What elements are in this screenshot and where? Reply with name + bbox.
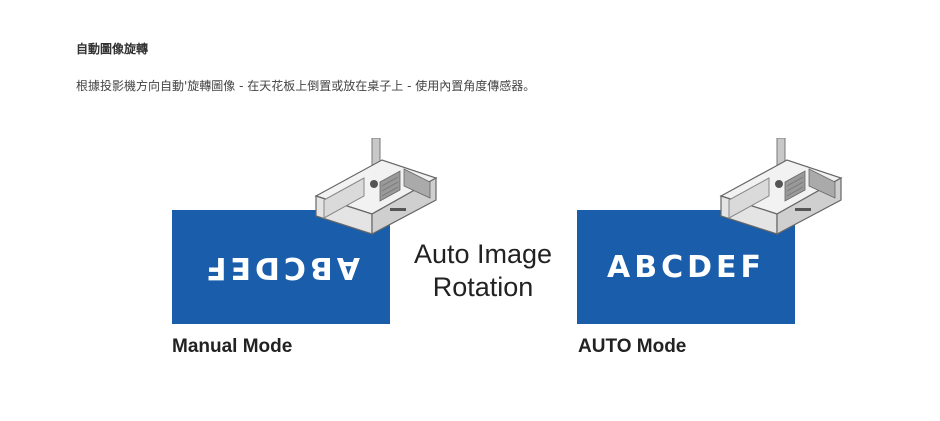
center-label-line1: Auto Image — [413, 239, 553, 269]
auto-mode-screen: ABCDEF — [577, 210, 795, 324]
ceiling-projector-icon — [314, 138, 438, 235]
auto-mode-caption: AUTO Mode — [578, 336, 687, 357]
section-description: 根據投影機方向自動'旋轉圖像 - 在天花板上倒置或放在桌子上 - 使用內置角度傳… — [76, 79, 536, 93]
manual-screen-text: ABCDEF — [202, 249, 360, 285]
manual-mode-caption: Manual Mode — [172, 336, 293, 357]
ceiling-projector-icon — [719, 138, 843, 235]
section-title: 自動圖像旋轉 — [76, 42, 149, 56]
auto-image-rotation-label: Auto Image Rotation — [404, 238, 562, 304]
center-label-line2: Rotation — [432, 272, 534, 302]
manual-mode-screen: ABCDEF — [172, 210, 390, 324]
auto-screen-text: ABCDEF — [607, 249, 765, 285]
